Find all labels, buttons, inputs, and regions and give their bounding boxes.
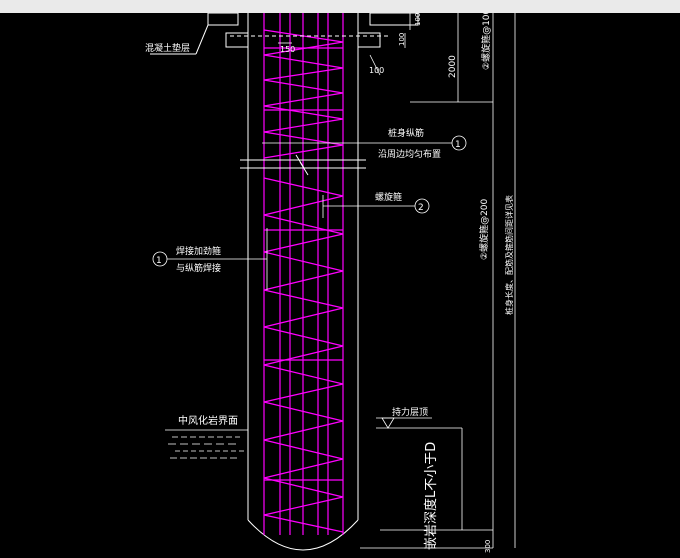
dim-100-a: 100 <box>414 13 422 26</box>
side-note: 桩身长度、配筋及箍筋间距详见表 <box>504 195 514 315</box>
dim-100-c: 100 <box>369 66 384 75</box>
cad-drawing-canvas[interactable]: 混凝土垫层 150 100 100 100 2000 ②螺旋箍@100 ②螺旋箍… <box>0 8 680 554</box>
rebar-cage <box>263 13 344 535</box>
spiral-spacing-mid: ②螺旋箍@200 <box>478 198 490 260</box>
callout-1-left: 1 <box>156 256 162 266</box>
break-symbol <box>240 154 366 176</box>
right-dimension-lines <box>360 13 516 549</box>
callout-2: 2 <box>418 203 424 213</box>
top-cushion <box>150 12 419 55</box>
spiral-upper <box>263 29 344 159</box>
weathered-rock-label: 中风化岩界面 <box>178 414 238 427</box>
dim-150: 150 <box>280 45 295 54</box>
stiffener-note: 与纵筋焊接 <box>176 262 221 274</box>
spiral-spacing-top: ②螺旋箍@100 <box>480 13 492 70</box>
dim-300: 300 <box>484 540 492 553</box>
bearing-layer-label: 持力层顶 <box>392 406 428 418</box>
vertical-bar-note: 沿周边均匀布置 <box>378 148 441 160</box>
spiral-lower <box>263 177 344 533</box>
vertical-bar-label: 桩身纵筋 <box>388 127 424 139</box>
callout-stiffener <box>152 228 268 290</box>
top-dimensions <box>278 13 411 76</box>
callout-spiral <box>322 195 430 218</box>
dim-100-b: 100 <box>398 33 406 46</box>
bearing-layer-marker <box>376 417 462 429</box>
rock-interface-hatch <box>165 429 248 459</box>
stiffener-label: 焊接加劲箍 <box>176 245 221 257</box>
spiral-label: 螺旋箍 <box>375 191 402 203</box>
concrete-cushion-label: 混凝土垫层 <box>145 42 190 54</box>
callout-vertical-bar <box>262 135 467 151</box>
pile-outline <box>247 13 359 551</box>
pile-detail-drawing: 混凝土垫层 150 100 100 100 2000 ②螺旋箍@100 ②螺旋箍… <box>145 8 516 553</box>
top-toolbar-strip <box>0 0 680 13</box>
dim-2000: 2000 <box>448 55 458 78</box>
embed-depth-note: 嵌岩深度L不小于D <box>423 442 439 550</box>
callout-1-top: 1 <box>455 140 461 150</box>
